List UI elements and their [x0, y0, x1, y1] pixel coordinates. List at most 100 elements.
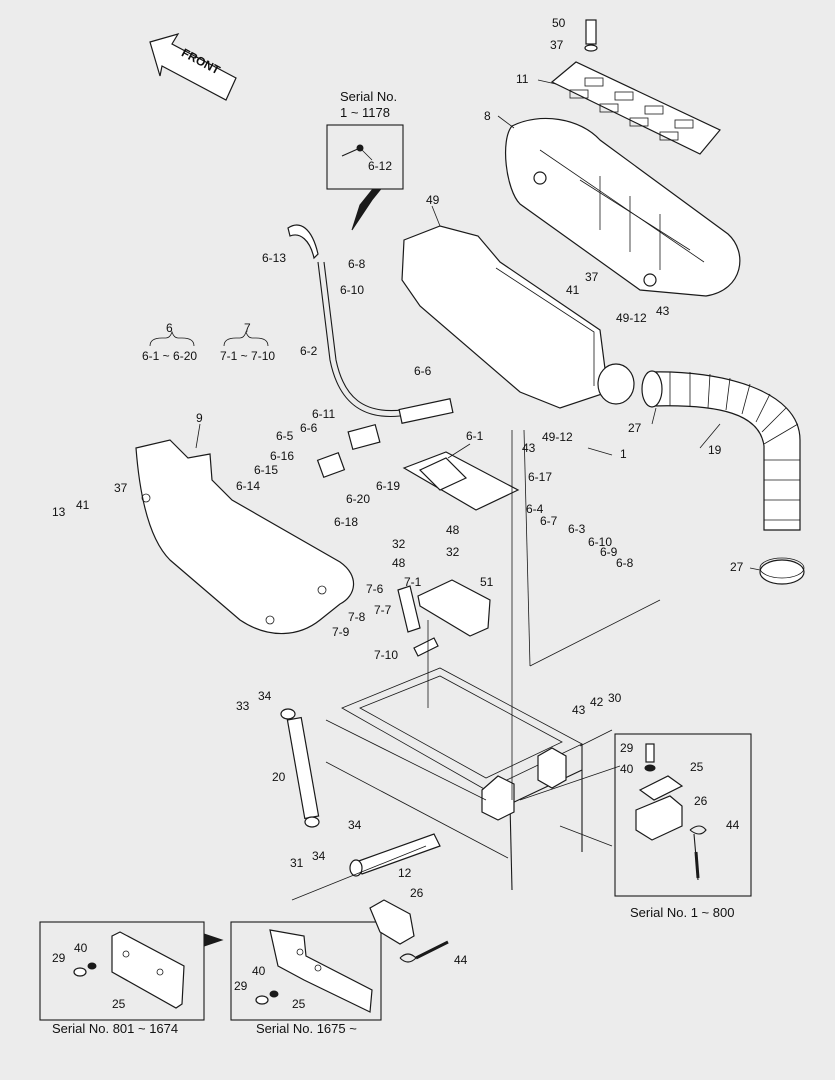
serial-inset-top	[326, 124, 404, 231]
callout: 26	[410, 886, 424, 900]
callout: 30	[608, 691, 622, 705]
callout: 6-9	[600, 545, 618, 559]
callout: 6-19	[376, 479, 400, 493]
group-label: 7	[244, 321, 251, 335]
callout: 11	[516, 72, 529, 86]
duct-cover-8	[505, 117, 741, 297]
group-range: 6-1 ~ 6-20	[142, 349, 197, 363]
callout: 8	[484, 109, 491, 123]
bracket-7-1	[397, 579, 491, 657]
callout: 25	[112, 997, 126, 1011]
plate-11	[550, 19, 721, 155]
callout: 43	[522, 441, 536, 455]
callout: 26	[694, 794, 708, 808]
callout: 48	[446, 523, 460, 537]
serial-bottom-left-label: Serial No. 801 ~ 1674	[52, 1021, 178, 1036]
callout: 33	[236, 699, 250, 713]
callout: 6-6	[300, 421, 318, 435]
callout: 6-13	[262, 251, 286, 265]
callout: 41	[566, 283, 580, 297]
callout: 49-12	[616, 311, 647, 325]
callout: 25	[292, 997, 306, 1011]
callout: 48	[392, 556, 406, 570]
serial-top-line1: Serial No.	[340, 89, 397, 104]
inset-arrow	[203, 933, 224, 947]
callout: 29	[234, 979, 248, 993]
callout: 6-5	[276, 429, 294, 443]
callout: 50	[552, 16, 566, 30]
callout: 6-15	[254, 463, 278, 477]
callout: 27	[730, 560, 744, 574]
callout: 27	[628, 421, 642, 435]
callout: 40	[252, 964, 266, 978]
callout: 37	[585, 270, 599, 284]
callout: 12	[398, 866, 412, 880]
callout: 43	[572, 703, 586, 717]
callout: 49-12	[542, 430, 573, 444]
callout: 43	[656, 304, 670, 318]
callout: 1	[620, 447, 627, 461]
serial-bottom-mid-label: Serial No. 1675 ~	[256, 1021, 357, 1036]
callout-labels: 50 37 11 8 49 37 41 49-12 43 6-12 6-8 6-…	[52, 16, 744, 1011]
callout: 6-6	[414, 364, 432, 378]
serial-inset-bottom-mid	[230, 921, 382, 1021]
serial-inset-bottom-left	[39, 921, 205, 1021]
callout: 6-10	[588, 535, 612, 549]
callout: 37	[550, 38, 564, 52]
callout: 29	[52, 951, 66, 965]
callout: 7-10	[374, 648, 398, 662]
callout: 6-1	[466, 429, 484, 443]
callout: 6-18	[334, 515, 358, 529]
callout: 7-6	[366, 582, 384, 596]
callout: 13	[52, 505, 66, 519]
group-range: 7-1 ~ 7-10	[220, 349, 275, 363]
callout: 34	[348, 818, 362, 832]
gas-spring-20	[280, 708, 320, 828]
callout: 25	[690, 760, 704, 774]
callout: 7-9	[332, 625, 350, 639]
pedal-rod-6-2	[287, 224, 454, 424]
callout: 6-12	[368, 159, 392, 173]
callout: 44	[726, 818, 740, 832]
callout: 6-8	[616, 556, 634, 570]
callout: 6-14	[236, 479, 260, 493]
chute-49	[401, 225, 635, 409]
callout: 40	[74, 941, 88, 955]
callout: 19	[708, 443, 722, 457]
callout: 6-3	[568, 522, 586, 536]
serial-right-label: Serial No. 1 ~ 800	[630, 905, 734, 920]
callout: 6-7	[540, 514, 558, 528]
callout: 6-20	[346, 492, 370, 506]
callout: 6-11	[312, 407, 335, 421]
callout: 6-17	[528, 470, 552, 484]
serial-inset-right	[614, 733, 752, 897]
callout: 41	[76, 498, 90, 512]
callout: 6-8	[348, 257, 366, 271]
callout: 6-16	[270, 449, 294, 463]
callout: 29	[620, 741, 634, 755]
callout: 49	[426, 193, 440, 207]
callout: 7-8	[348, 610, 366, 624]
base-frame	[325, 667, 583, 891]
bracket-6-1	[316, 423, 520, 511]
callout: 44	[454, 953, 468, 967]
group-label: 6	[166, 321, 173, 335]
callout: 32	[446, 545, 460, 559]
callout: 32	[392, 537, 406, 551]
leader-lines	[195, 79, 761, 901]
callout: 20	[272, 770, 286, 784]
callout: 37	[114, 481, 128, 495]
callout: 51	[480, 575, 494, 589]
callout: 42	[590, 695, 604, 709]
callout: 31	[290, 856, 304, 870]
callout: 34	[258, 689, 272, 703]
switch-26-lower	[369, 899, 449, 963]
callout: 6-10	[340, 283, 364, 297]
callout: 6-4	[526, 502, 544, 516]
group-braces	[149, 330, 269, 347]
callout: 34	[312, 849, 326, 863]
callout: 40	[620, 762, 634, 776]
guard-9	[135, 439, 355, 635]
